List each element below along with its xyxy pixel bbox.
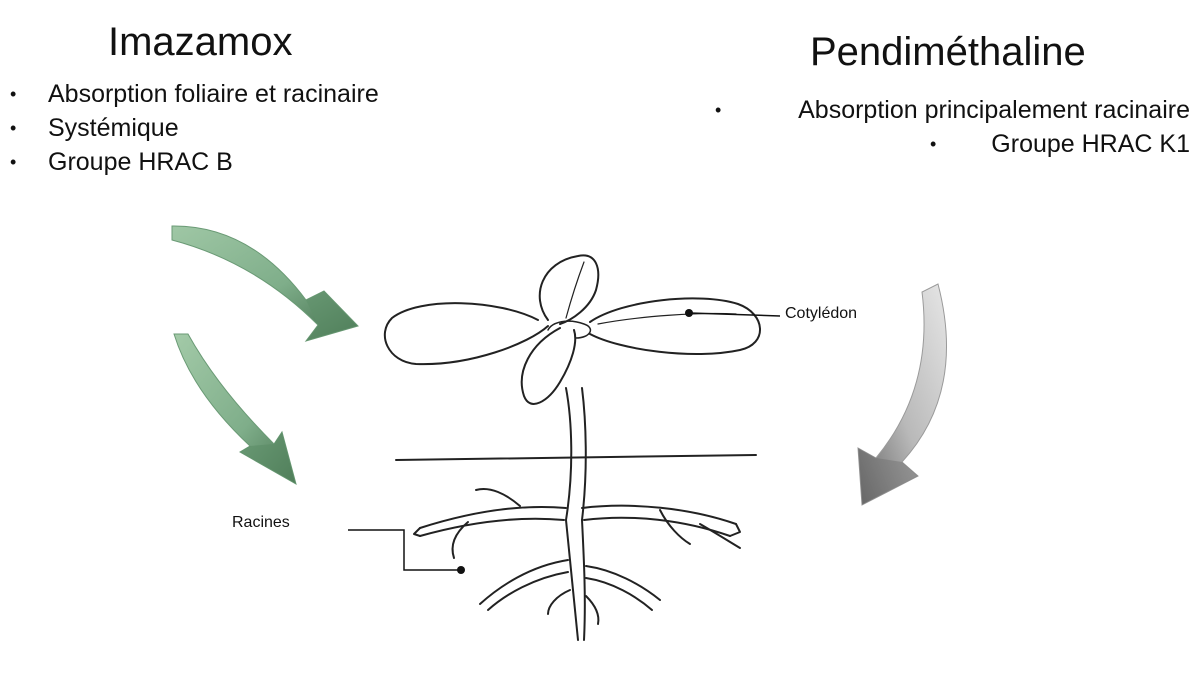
imazamox-properties: •Absorption foliaire et racinaire •Systé…: [0, 77, 379, 179]
bullet: •: [715, 100, 722, 120]
roots-label: Racines: [232, 514, 290, 531]
imazamox-title: Imazamox: [108, 20, 293, 64]
pendimethaline-property: •Groupe HRAC K1: [700, 127, 1190, 161]
pendimethaline-property: •Absorption principalement racinaire: [700, 93, 1190, 127]
soil-line: [395, 454, 757, 461]
imazamox-property: •Systémique: [0, 111, 379, 145]
imazamox-property: •Groupe HRAC B: [0, 145, 379, 179]
root-absorption-arrow: [173, 333, 297, 486]
pendimethaline-root-arrow: [857, 283, 947, 506]
pendimethaline-properties: •Absorption principalement racinaire •Gr…: [700, 93, 1190, 161]
cotyledon-pointer: [685, 309, 781, 317]
seedling: [383, 254, 761, 641]
pendimethaline-title: Pendiméthaline: [810, 30, 1086, 74]
main-root: [565, 519, 579, 641]
stem: [565, 387, 573, 521]
cotyledon-label: Cotylédon: [785, 305, 858, 322]
lower-leaf: [520, 327, 577, 405]
bullet: •: [930, 134, 937, 154]
top-leaf: [538, 254, 600, 325]
roots-pointer: [348, 529, 465, 574]
left-cotyledon: [383, 302, 549, 366]
imazamox-property: •Absorption foliaire et racinaire: [0, 77, 379, 111]
right-cotyledon: [589, 297, 761, 355]
bullet: •: [10, 152, 17, 172]
foliar-absorption-arrow: [171, 225, 359, 342]
bullet: •: [10, 118, 17, 138]
bullet: •: [10, 84, 17, 104]
